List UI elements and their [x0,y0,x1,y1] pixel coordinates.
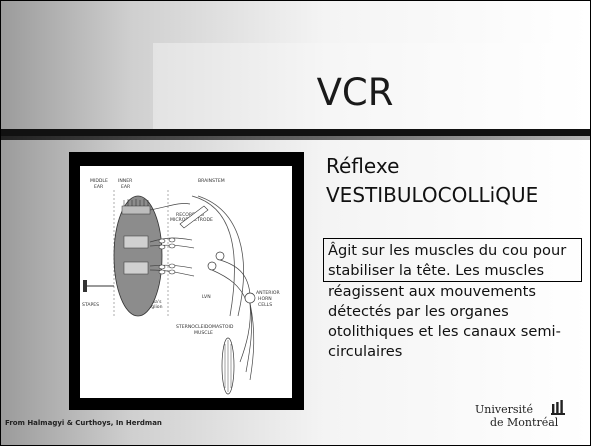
logo-line-2: de Montréal [490,416,559,429]
vcr-pathway-diagram: MIDDLE EAR INNER EAR BRAINSTEM RECORDING… [80,166,292,398]
university-logo: Université de Montréal [475,400,585,430]
label-middle-ear-1: MIDDLE [90,178,108,184]
label-inner-ear-1: INNER [118,178,133,184]
label-anterior-2: HORN [258,296,272,302]
divider-band-gradient [1,136,590,140]
highlight-box [323,238,582,282]
heading-line-2: VESTIBULOCOLLiQUE [326,183,539,207]
label-brainstem: BRAINSTEM [198,178,225,184]
heading-line-1: Réflexe [326,154,400,178]
slide-title: VCR [316,71,394,114]
label-middle-ear-2: EAR [94,184,104,190]
label-anterior-3: CELLS [258,302,272,308]
logo-line-1: Université [475,403,533,416]
diagram-svg: MIDDLE EAR INNER EAR BRAINSTEM RECORDING… [82,178,280,395]
university-crest-icon [551,400,565,415]
label-scarpa-2: Ganglion [142,304,163,310]
figure-credit: From Halmagyi & Curthoys, In Herdman [5,419,162,427]
label-scm-1: STERNOCLEIDOMASTOID [176,324,234,330]
label-inner-ear-2: EAR [121,184,131,190]
label-stapes: STAPES [82,302,99,308]
label-recording-1: RECORDING [176,212,204,218]
label-scm-2: MUSCLE [194,330,213,336]
title-panel [153,43,590,131]
label-anterior-1: ANTERIOR [256,290,280,296]
divider-band [1,129,590,136]
description-text: Âgit sur les muscles du cou pour stabili… [328,242,567,361]
label-lvn: LVN [202,294,211,300]
